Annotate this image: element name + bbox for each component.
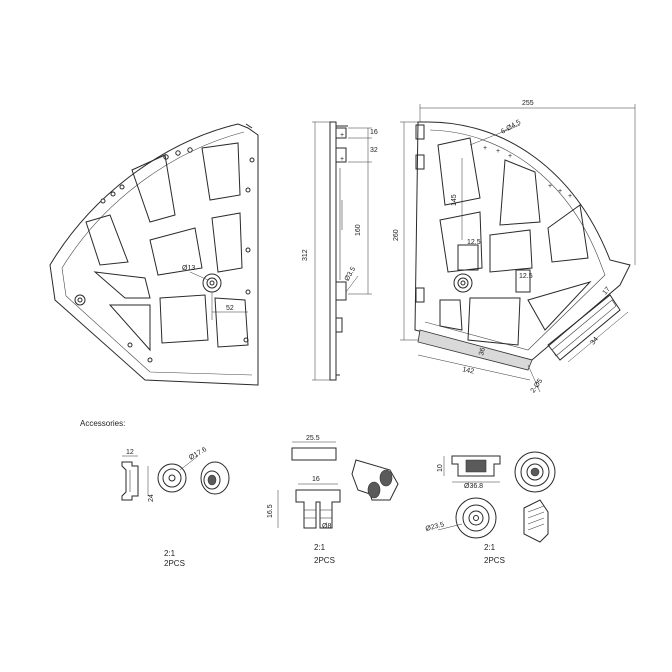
acc1-dim-diameter: Ø17.6	[188, 446, 208, 462]
acc3-dim-diameter: Ø36.8	[464, 483, 483, 490]
dim-back-12-5-b: 12.5	[519, 273, 533, 280]
acc3-qty: 2PCS	[484, 556, 505, 565]
acc2-dim-diameter: Ø8	[322, 523, 331, 530]
acc2-dim-inner: 16	[312, 476, 320, 483]
dim-offset: 52	[226, 305, 234, 312]
svg-text:+: +	[548, 183, 552, 190]
dim-side-middle: 160	[355, 224, 362, 236]
accessories-heading: Accessories:	[80, 419, 125, 428]
back-view: + + + + + + 255 260 6-Ø4.5 145 12.5 12.5…	[393, 100, 635, 394]
svg-text:+: +	[496, 148, 500, 155]
accessory-2: 25.5 16 16.5 Ø8 2:1 2PCS	[267, 435, 398, 565]
dim-hole-diameter: Ø13	[182, 265, 195, 272]
accessory-1: 12 24 Ø17.6 2:1 2PCS	[122, 446, 230, 568]
acc1-qty: 2PCS	[164, 559, 185, 568]
acc2-qty: 2PCS	[314, 556, 335, 565]
acc2-dim-width: 25.5	[306, 435, 320, 442]
dim-back-34: 34	[590, 336, 600, 347]
side-view: 312 16 32 160 Ø3.5 + +	[302, 122, 378, 380]
acc1-dim-height: 24	[148, 494, 155, 502]
dim-back-17: 17	[602, 286, 612, 297]
dim-back-height: 260	[393, 229, 400, 241]
svg-text:+: +	[483, 145, 487, 152]
acc2-scale: 2:1	[314, 543, 326, 552]
acc1-scale: 2:1	[164, 549, 176, 558]
dim-back-145: 145	[451, 194, 458, 206]
dim-back-width: 255	[522, 100, 534, 107]
dim-side-top: 16	[370, 129, 378, 136]
acc2-dim-height: 16.5	[267, 504, 274, 518]
acc1-dim-width: 12	[126, 449, 134, 456]
svg-text:+: +	[340, 132, 344, 139]
svg-text:+: +	[508, 153, 512, 160]
dim-back-12-5-a: 12.5	[467, 239, 481, 246]
acc3-dim-height: 10	[437, 464, 444, 472]
dim-side-second: 32	[370, 147, 378, 154]
dim-side-total: 312	[302, 249, 309, 261]
svg-text:+: +	[340, 156, 344, 163]
dim-back-2-5: 2-Ø5	[530, 378, 545, 395]
acc3-dim-diameter-inner: Ø23.5	[425, 521, 445, 533]
svg-text:+: +	[568, 193, 572, 200]
dim-back-36: 36	[478, 347, 487, 356]
front-view: Ø13 52	[50, 124, 258, 385]
accessory-3: 10 Ø36.8 Ø23.5 2:1 2PCS	[425, 452, 555, 565]
svg-text:+: +	[558, 188, 562, 195]
dim-back-holes: 6-Ø4.5	[500, 119, 522, 136]
acc3-scale: 2:1	[484, 543, 496, 552]
dim-back-142: 142	[462, 366, 475, 375]
